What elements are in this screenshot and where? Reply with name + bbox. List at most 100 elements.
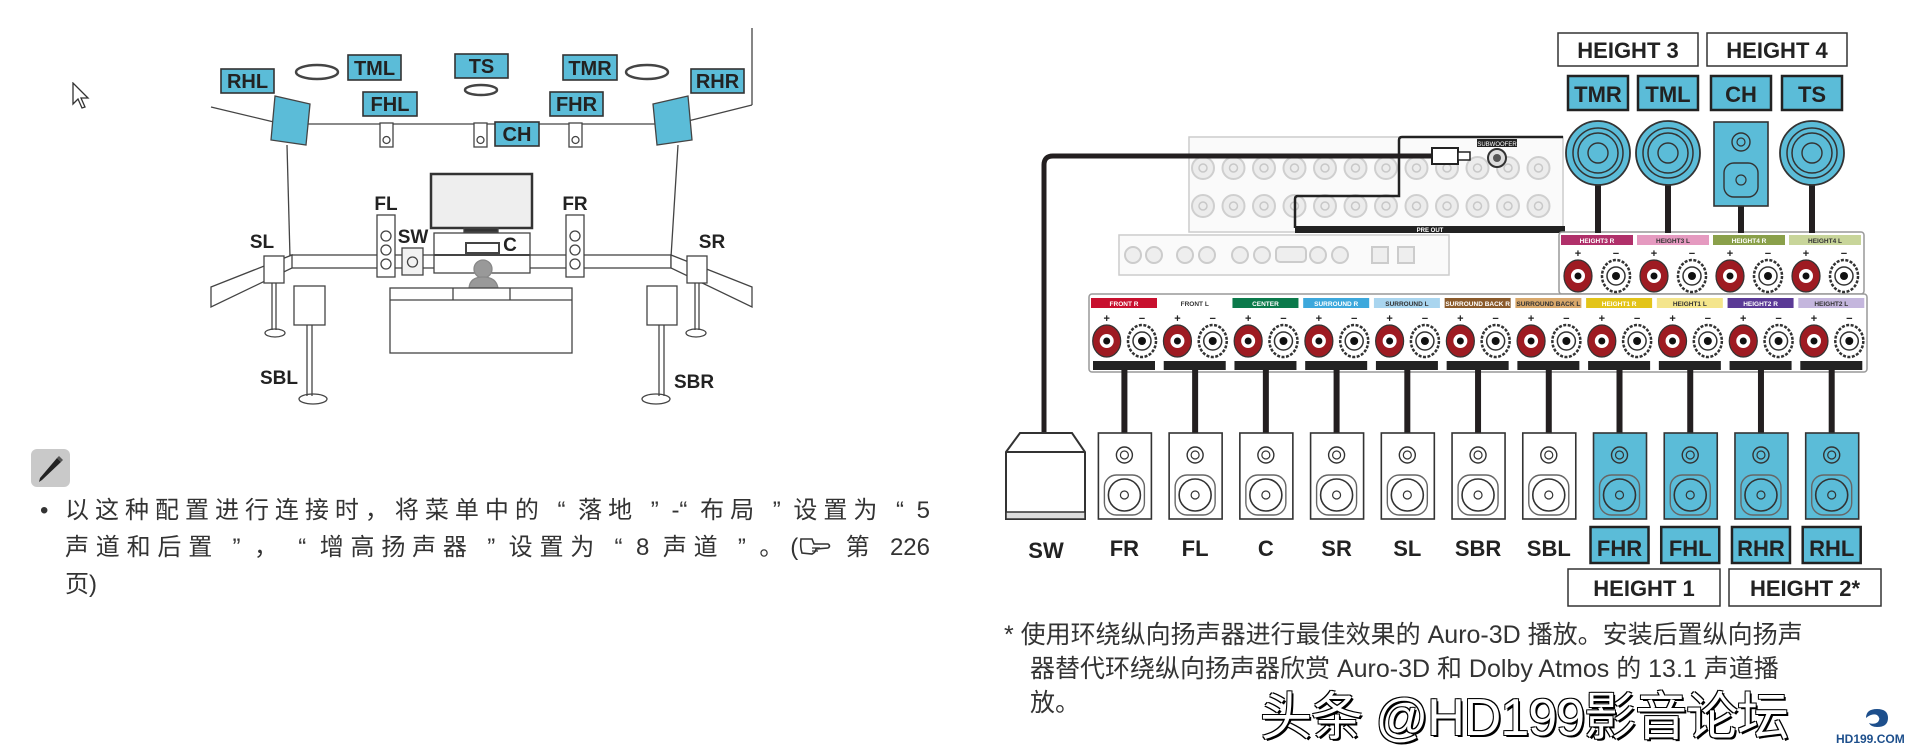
height-group-label: HEIGHT 1 bbox=[1593, 576, 1694, 601]
faded-rca-jack-center bbox=[1381, 201, 1391, 211]
tweeter bbox=[1257, 446, 1275, 464]
faded-optical-port bbox=[1371, 246, 1389, 264]
faded-rca-jack bbox=[1343, 156, 1368, 180]
speaker-ch bbox=[1713, 121, 1769, 207]
minus-sign: − bbox=[1775, 313, 1781, 325]
terminal-label-bg bbox=[1586, 298, 1653, 308]
speaker-label-box bbox=[1636, 74, 1700, 112]
woofer-center bbox=[1119, 490, 1130, 500]
terminal-hole bbox=[1612, 272, 1620, 280]
tweeter bbox=[1398, 446, 1417, 464]
tweeter bbox=[1115, 446, 1134, 464]
faded-rca-jack bbox=[1404, 156, 1429, 180]
speaker-ring bbox=[1647, 132, 1689, 174]
tweeter-center bbox=[1331, 450, 1342, 460]
subwoofer-base bbox=[1005, 511, 1086, 520]
speaker-label-box bbox=[1801, 525, 1862, 565]
label-sbl: SBL bbox=[260, 368, 298, 389]
watermark-text: 头条 @HD199影音论坛 bbox=[1260, 689, 1789, 746]
speaker-ts bbox=[1779, 120, 1845, 186]
tweeter bbox=[1752, 446, 1770, 464]
tweeter bbox=[1731, 132, 1751, 152]
label-sw: SW bbox=[398, 227, 429, 248]
speaker-cable bbox=[1616, 370, 1623, 434]
speaker-label-rhr: RHR bbox=[1737, 536, 1785, 561]
terminal-label-bg bbox=[1798, 298, 1865, 308]
top-terminal-label: HEIGHT4 L bbox=[1808, 238, 1842, 245]
terminal-hole bbox=[1764, 272, 1772, 280]
terminal-base bbox=[1658, 361, 1721, 370]
speaker-center bbox=[1801, 142, 1823, 164]
speaker-cable bbox=[1665, 185, 1671, 233]
woofer-frame bbox=[1810, 474, 1853, 516]
faded-rca-jack-center bbox=[1198, 201, 1208, 211]
plus-sign: + bbox=[1386, 313, 1392, 325]
faded-rca-jack-center bbox=[1320, 163, 1330, 173]
ceiling-line bbox=[210, 106, 279, 124]
woofer bbox=[1531, 478, 1566, 512]
plus-sign: + bbox=[1669, 313, 1675, 325]
speaker-sbr bbox=[646, 285, 678, 326]
footnote-line-3: 放。 bbox=[1030, 689, 1081, 717]
faded-optical-port bbox=[1397, 246, 1415, 264]
label-fr: FR bbox=[562, 194, 588, 215]
plus-sign: + bbox=[1245, 313, 1251, 325]
speaker-ring bbox=[1642, 127, 1694, 179]
woofer-center bbox=[1756, 490, 1766, 500]
terminal-hole bbox=[1315, 337, 1323, 345]
faded-rs232-port bbox=[1275, 246, 1307, 263]
woofer bbox=[1673, 478, 1708, 512]
speaker-driver bbox=[382, 135, 391, 145]
ceiling-line bbox=[683, 104, 753, 123]
faded-rca-jack-center bbox=[1411, 163, 1422, 173]
speaker-label-box bbox=[1730, 525, 1792, 565]
faded-rca-jack bbox=[1496, 194, 1520, 218]
minus-sign: − bbox=[1846, 313, 1852, 325]
label-tml: TML bbox=[354, 58, 395, 80]
note-line-3: 页) bbox=[65, 571, 97, 598]
faded-rca-jack-center bbox=[1472, 163, 1483, 173]
terminal-hole bbox=[1774, 337, 1783, 345]
faded-rca-jack bbox=[1435, 194, 1459, 218]
terminal-hole bbox=[1688, 272, 1696, 280]
terminal-hole bbox=[1386, 337, 1394, 345]
faded-jack bbox=[1176, 246, 1194, 264]
pre-out-bar bbox=[1295, 226, 1565, 233]
minus-sign: − bbox=[1492, 313, 1498, 325]
woofer-frame bbox=[1669, 474, 1711, 516]
label-ch: CH bbox=[503, 124, 532, 146]
terminal-base bbox=[1517, 361, 1580, 370]
woofer-center bbox=[1190, 490, 1200, 500]
speaker-label-fhr: FHR bbox=[1597, 536, 1642, 561]
woofer-frame bbox=[1245, 474, 1287, 516]
height-group-label: HEIGHT 4 bbox=[1726, 38, 1828, 63]
label-box-tmr bbox=[562, 54, 618, 81]
pointing-hand-icon[interactable] bbox=[798, 535, 832, 557]
woofer-center bbox=[1685, 490, 1695, 500]
faded-rca-jack bbox=[1465, 194, 1490, 218]
faded-rca-jack bbox=[1404, 194, 1429, 218]
top-terminal-label: HEIGHT3 R bbox=[1580, 238, 1615, 245]
speaker-label-box bbox=[1709, 74, 1773, 112]
woofer bbox=[1390, 478, 1425, 512]
tweeter-center bbox=[1190, 450, 1200, 460]
minus-sign: − bbox=[1705, 313, 1711, 325]
height-group-box bbox=[1706, 32, 1848, 67]
subwoofer-cable bbox=[1041, 153, 1432, 433]
faded-rca-jack bbox=[1313, 194, 1337, 218]
terminal-base bbox=[1163, 361, 1226, 370]
tweeter-center bbox=[1736, 137, 1746, 147]
page-reference-link[interactable]: 第 226 bbox=[832, 534, 930, 561]
tweeter-center bbox=[1402, 450, 1412, 460]
terminal-hole bbox=[1173, 337, 1181, 345]
woofer bbox=[1319, 478, 1354, 512]
speaker-cable bbox=[1757, 370, 1764, 434]
terminal-label: SURROUND BACK L bbox=[1516, 301, 1580, 308]
speaker-label-sw: SW bbox=[1028, 538, 1064, 563]
ceiling-speaker-tml bbox=[294, 63, 340, 81]
terminal-label: FRONT L bbox=[1181, 301, 1209, 308]
faded-rca-jack bbox=[1526, 194, 1551, 218]
woofer-frame bbox=[1457, 474, 1499, 516]
faded-jack bbox=[1124, 246, 1142, 264]
